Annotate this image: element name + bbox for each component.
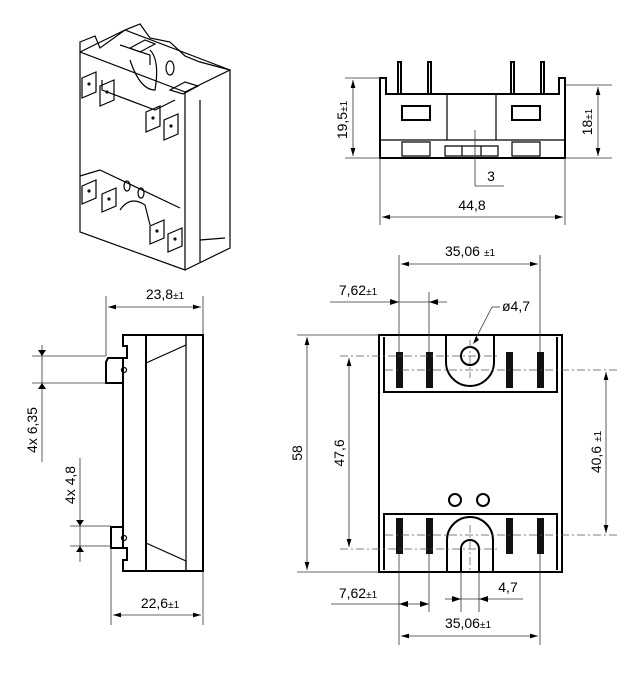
hole-diameter-label: ø4,7 bbox=[502, 298, 530, 314]
front-view: 35,06±1 7,62±1 ø4,7 58 47,6 40,6±1 7,62±… bbox=[289, 243, 620, 645]
iso-terminals bbox=[81, 71, 183, 253]
top-view: 19,5±1 18±1 3 44,8 bbox=[334, 61, 612, 225]
side-view: 23,8±1 22,6±1 4x 6,35 4x 4,8 bbox=[24, 286, 204, 625]
pitch-bottom-label: 7,62±1 bbox=[339, 585, 378, 601]
pins bbox=[396, 352, 544, 554]
height-left-label: 19,5±1 bbox=[334, 100, 350, 139]
isometric-view bbox=[79, 23, 231, 271]
width-label: 44,8 bbox=[458, 197, 485, 213]
height-right-label: 18±1 bbox=[579, 108, 595, 135]
offset-label: 3 bbox=[487, 168, 495, 184]
pin-row-spacing-label: 40,6±1 bbox=[588, 430, 604, 473]
hole-spacing-label: 47,6 bbox=[331, 439, 347, 466]
depth-bottom-label: 22,6±1 bbox=[141, 595, 180, 611]
height-label: 58 bbox=[289, 445, 305, 461]
pitch-total-top-label: 35,06±1 bbox=[445, 243, 496, 259]
depth-top-label: 23,8±1 bbox=[146, 286, 185, 302]
pitch-top-label: 7,62±1 bbox=[339, 282, 378, 298]
tab-thickness-label: 4x 4,8 bbox=[62, 466, 78, 504]
pitch-total-bottom-label: 35,06±1 bbox=[445, 615, 492, 631]
slot-width-label: 4,7 bbox=[498, 579, 518, 595]
tab-width-label: 4x 6,35 bbox=[24, 407, 40, 453]
